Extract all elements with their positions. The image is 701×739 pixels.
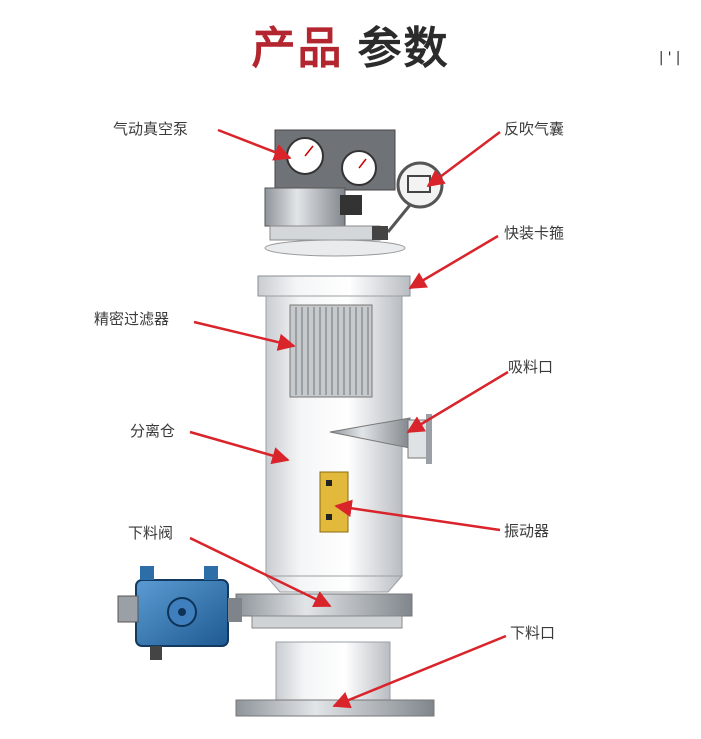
arrow-fine-filter: [193, 320, 296, 351]
filter-cartridge: [289, 304, 373, 398]
arrow-discharge-valve: [189, 536, 332, 608]
label-vibrator: 振动器: [504, 522, 550, 540]
arrow-discharge-port: [332, 634, 507, 709]
arrow-vibrator: [334, 499, 501, 532]
label-discharge-port: 下料口: [510, 624, 556, 642]
vibrator-unit: [319, 471, 349, 533]
corner-mark: |'|: [657, 50, 683, 66]
arrow-blowback-bag: [426, 131, 501, 188]
pressure-gauge-left-icon: [286, 137, 324, 175]
vacuum-pump: [264, 129, 396, 241]
pressure-gauge-right-icon: [341, 150, 377, 186]
arrow-vacuum-pump: [217, 128, 292, 161]
title-part-2: 参数: [357, 23, 450, 74]
label-fine-filter: 精密过滤器: [94, 310, 170, 328]
arrow-separation-bin: [189, 430, 290, 465]
label-separation-bin: 分离仓: [130, 422, 176, 440]
arrow-quick-clamp: [408, 234, 499, 290]
cone-bottom: [264, 575, 404, 593]
base-flange: [235, 699, 435, 717]
quick-clamp-ring: [257, 275, 411, 297]
discharge-valve-actuator: [117, 566, 242, 660]
label-discharge-valve: 下料阀: [128, 524, 174, 542]
arrow-suction-port: [406, 370, 509, 434]
label-vacuum-pump: 气动真空泵: [113, 120, 189, 138]
valve-flange: [235, 593, 413, 617]
page-title: 产品参数: [0, 12, 701, 76]
label-blowback-bag: 反吹气囊: [504, 120, 565, 138]
title-part-1: 产品: [251, 23, 344, 74]
label-quick-clamp: 快装卡箍: [504, 224, 565, 242]
lid-cover: [264, 239, 406, 257]
label-suction-port: 吸料口: [508, 358, 554, 376]
